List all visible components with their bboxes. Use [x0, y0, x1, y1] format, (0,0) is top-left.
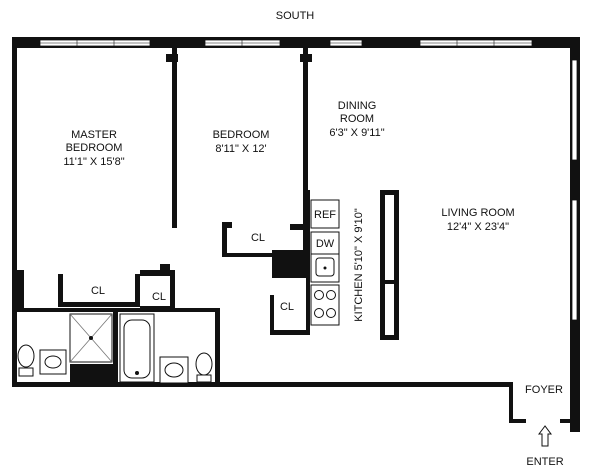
refrigerator	[310, 199, 340, 229]
living-room-dims: 12'4" X 23'4"	[447, 221, 509, 233]
room-living: LIVING ROOM 12'4" X 23'4"	[441, 207, 514, 233]
windows	[39, 39, 578, 321]
bedroom-dims: 8'11" X 12'	[215, 143, 266, 155]
dining-room-dims: 6'3" X 9'11"	[329, 127, 384, 139]
master-bedroom-label-line1: MASTER	[71, 129, 117, 141]
bathroom-fixtures	[17, 313, 213, 384]
closet-label-master: CL	[91, 285, 105, 297]
interior-walls	[17, 48, 399, 386]
entry-arrow-icon	[538, 425, 552, 447]
master-bedroom-label-line2: BEDROOM	[66, 142, 123, 154]
dining-room-label-line1: DINING	[338, 100, 377, 112]
enter-label: ENTER	[526, 456, 563, 468]
refrigerator-label: REF	[314, 209, 336, 221]
closet-label-kitchen: CL	[280, 301, 294, 313]
stove	[310, 284, 340, 326]
closet-label-bedroom: CL	[251, 232, 265, 244]
master-bedroom-dims: 11'1" X 15'8"	[63, 156, 124, 168]
living-room-label: LIVING ROOM	[441, 207, 514, 219]
kitchen-label: KITCHEN 5'10" X 9'10"	[353, 208, 365, 322]
room-dining: DINING ROOM 6'3" X 9'11"	[329, 100, 384, 139]
toilet-master-bath	[17, 344, 35, 368]
room-bedroom: BEDROOM 8'11" X 12'	[213, 129, 270, 155]
toilet-second-bath	[195, 352, 213, 376]
dining-room-label-line2: ROOM	[340, 113, 374, 125]
bedroom-label: BEDROOM	[213, 129, 270, 141]
foyer-label: FOYER	[525, 384, 563, 396]
dishwasher-label: DW	[316, 238, 335, 250]
room-master-bedroom: MASTER BEDROOM 11'1" X 15'8"	[63, 129, 124, 168]
closet-label-small: CL	[152, 291, 166, 303]
kitchen-fixtures	[310, 199, 340, 326]
compass-south-label: SOUTH	[276, 10, 315, 22]
